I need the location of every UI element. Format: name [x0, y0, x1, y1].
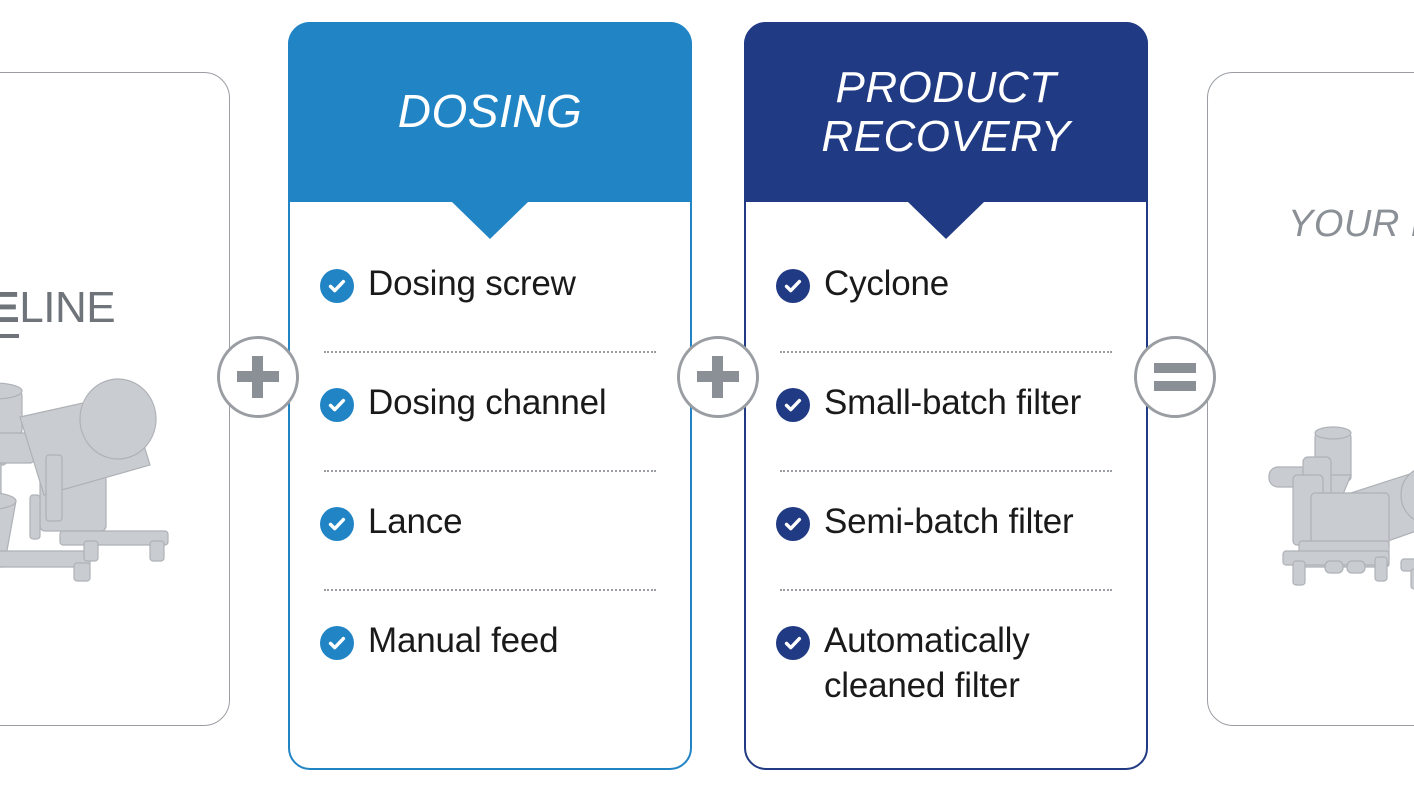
check-circle-icon: [776, 626, 810, 660]
baseline-panel: BASELINE: [0, 72, 230, 726]
list-item[interactable]: Dosing channel: [320, 381, 660, 441]
equals-icon: [1154, 362, 1196, 392]
card-product-recovery-header: PRODUCT RECOVERY: [744, 22, 1148, 202]
list-item[interactable]: Manual feed: [320, 619, 660, 679]
plus-icon: [697, 356, 739, 398]
check-circle-icon: [320, 626, 354, 660]
perfect-system-panel: [1207, 72, 1414, 726]
check-circle-icon: [776, 388, 810, 422]
list-item-label: Cyclone: [824, 264, 950, 303]
list-item[interactable]: Dosing screw: [320, 262, 660, 322]
check-circle-icon: [776, 507, 810, 541]
perfect-system-headline: YOUR PERFECT SYSTEM: [1288, 203, 1414, 245]
check-circle-icon: [320, 269, 354, 303]
list-item-label: Semi-batch filter: [824, 502, 1074, 541]
baseline-logo-secondary: LINE: [19, 283, 116, 332]
card-product-recovery-title: PRODUCT RECOVERY: [821, 62, 1071, 161]
list-divider: [324, 589, 656, 591]
list-item[interactable]: Automatically cleaned filter: [776, 619, 1116, 709]
list-item[interactable]: Semi-batch filter: [776, 500, 1116, 560]
card-product-recovery[interactable]: PRODUCT RECOVERY Cyclone Small-batch fil…: [744, 22, 1148, 770]
baseline-logo: BASELINE: [0, 283, 199, 338]
list-divider: [780, 470, 1112, 472]
card-dosing-title: DOSING: [397, 85, 583, 138]
operator-equals: [1134, 336, 1216, 418]
check-circle-icon: [320, 507, 354, 541]
list-divider: [780, 351, 1112, 353]
list-item-label: Dosing channel: [368, 383, 607, 422]
list-item-label: Small-batch filter: [824, 383, 1082, 422]
list-item[interactable]: Cyclone: [776, 262, 1116, 322]
list-divider: [780, 589, 1112, 591]
card-product-recovery-notch: [908, 202, 984, 239]
card-dosing-list: Dosing screw Dosing channel Lance: [320, 262, 660, 679]
list-divider: [324, 470, 656, 472]
plus-icon: [237, 356, 279, 398]
list-item-label: Dosing screw: [368, 264, 576, 303]
list-item-label: Lance: [368, 502, 463, 541]
operator-plus-1: [217, 336, 299, 418]
list-item-label: Manual feed: [368, 621, 559, 660]
card-product-recovery-list: Cyclone Small-batch filter Semi-batch fi…: [776, 262, 1116, 709]
card-dosing-notch: [452, 202, 528, 239]
check-circle-icon: [776, 269, 810, 303]
list-divider: [324, 351, 656, 353]
list-item[interactable]: Lance: [320, 500, 660, 560]
baseline-logo-primary: BASE: [0, 283, 20, 338]
list-item-label: Automatically cleaned filter: [824, 621, 1030, 705]
card-dosing[interactable]: DOSING Dosing screw Dosing channel: [288, 22, 692, 770]
check-circle-icon: [320, 388, 354, 422]
list-item[interactable]: Small-batch filter: [776, 381, 1116, 441]
operator-plus-2: [677, 336, 759, 418]
card-dosing-header: DOSING: [288, 22, 692, 202]
